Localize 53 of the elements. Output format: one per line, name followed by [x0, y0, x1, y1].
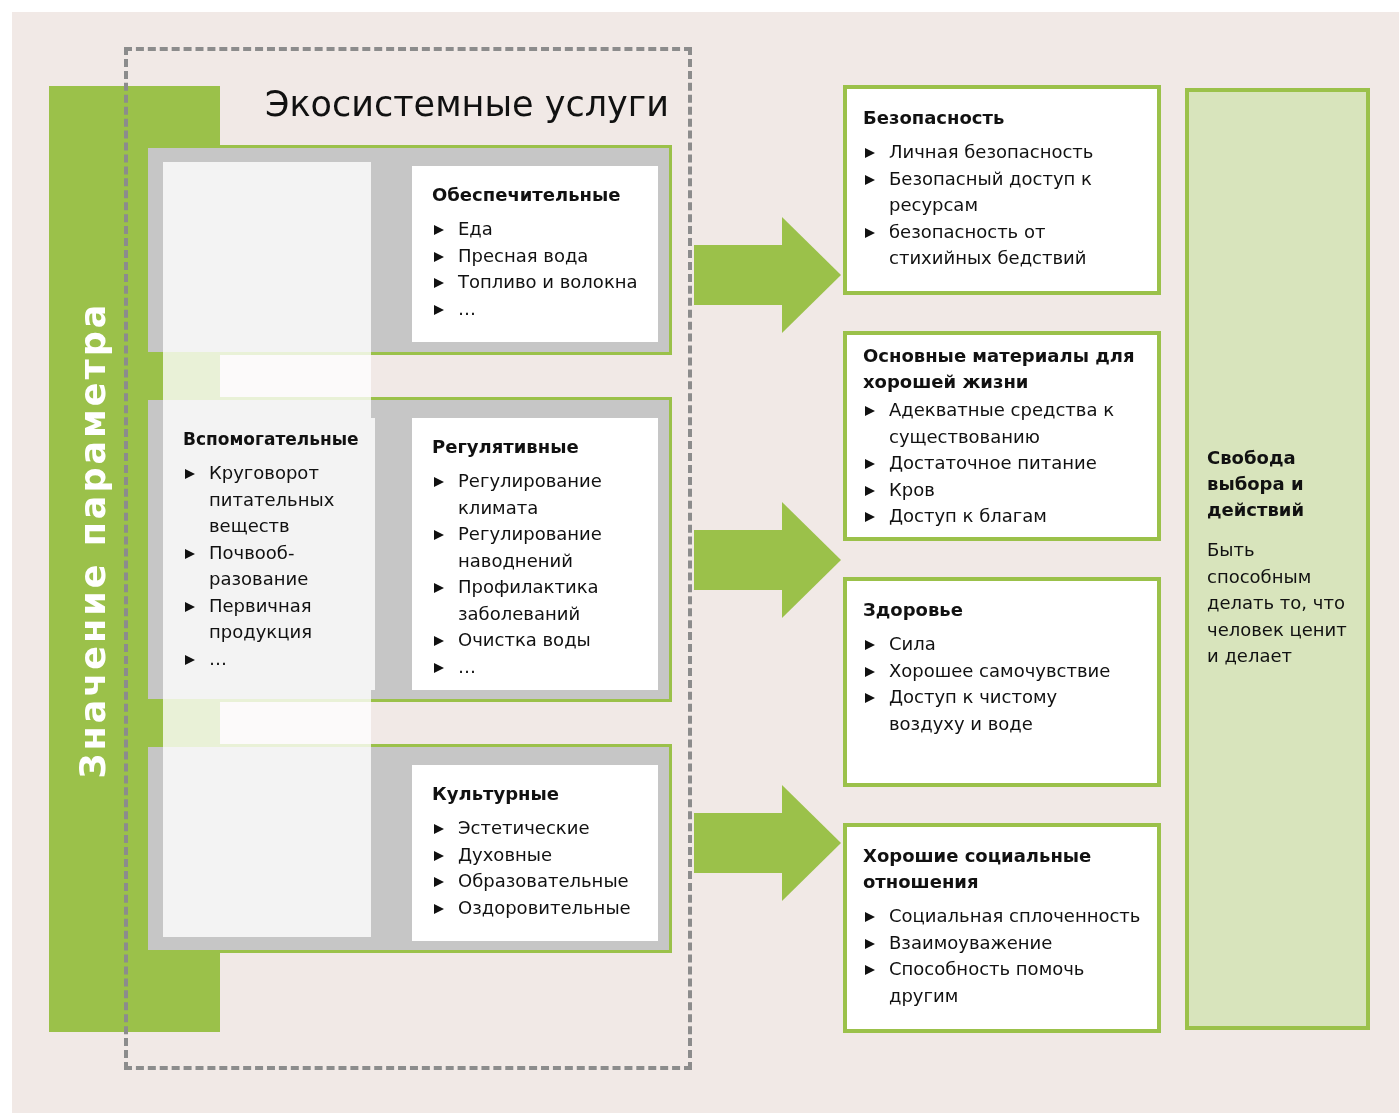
service-card [412, 765, 658, 941]
box-heading: Основные материалы для хорошей жизни [863, 344, 1136, 394]
list-item: Доступ к чистому воздуху и воде [889, 686, 1058, 734]
dashed-group-frame [124, 47, 692, 1070]
box-heading: Хорошие социальные отношения [863, 844, 1093, 894]
box-heading: Культурные [432, 782, 560, 806]
list-item: … [209, 647, 227, 669]
list-item: Пресная вода [458, 244, 589, 266]
service-card [412, 166, 658, 342]
list-item: Взаимоуважение [889, 931, 1053, 953]
wellbeing-box [843, 577, 1161, 787]
list-item: Почвооб-разование [209, 541, 309, 589]
wellbeing-box [843, 823, 1161, 1033]
box-heading: Безопасность [863, 106, 1006, 130]
list-item: Регулирование климата [458, 470, 602, 518]
list-item: Доступ к благам [889, 505, 1047, 526]
list-item: Социальная сплоченность [889, 905, 1141, 926]
box-heading: Свобода выбора и действий [1207, 446, 1306, 522]
list-item: Регулирование наводнений [458, 523, 602, 571]
box-heading: Обеспечительные [432, 183, 622, 207]
block-arrow [694, 785, 841, 901]
list-item: Достаточное питание [889, 452, 1097, 473]
list-item: безопасность от стихийных бедствий [889, 220, 1087, 268]
list-item: Способность помочь другим [889, 958, 1085, 1006]
box-text: Быть способным делать то, что человек ценит и делает [1207, 538, 1348, 668]
list-item: … [458, 655, 476, 677]
list-item: Профилактика заболеваний [458, 576, 599, 624]
service-card [412, 418, 658, 690]
list-item: Духовные [458, 843, 553, 865]
list-item: Круговорот питательных веществ [209, 462, 335, 536]
band-label: Значение параметра [73, 301, 113, 779]
wellbeing-box [843, 331, 1161, 541]
list-item: Топливо и волокна [458, 271, 638, 292]
box-heading: Здоровье [863, 598, 964, 622]
group-title: Экосистемные услуги [265, 83, 669, 126]
block-arrow [694, 502, 841, 618]
list-item: Кров [889, 478, 935, 500]
list-item: Образовательные [458, 870, 629, 891]
list-item: Оздоровительные [458, 896, 631, 918]
list-item: Еда [458, 218, 493, 239]
list-item: Адекватные средства к существованию [889, 399, 1115, 447]
box-heading: Вспомогательные [183, 428, 360, 451]
list-item: Личная безопасность [889, 141, 1094, 162]
list-item: … [458, 297, 476, 319]
block-arrow [694, 217, 841, 333]
list-item: Первичная продукция [209, 594, 312, 642]
wellbeing-box [843, 85, 1161, 295]
list-item: Эстетические [458, 817, 590, 838]
list-item: Сила [889, 633, 936, 654]
box-heading: Регулятивные [432, 435, 580, 459]
list-item: Очистка воды [458, 629, 591, 650]
freedom-box [1185, 88, 1370, 1030]
list-item: Хорошее самочувствие [889, 659, 1111, 681]
